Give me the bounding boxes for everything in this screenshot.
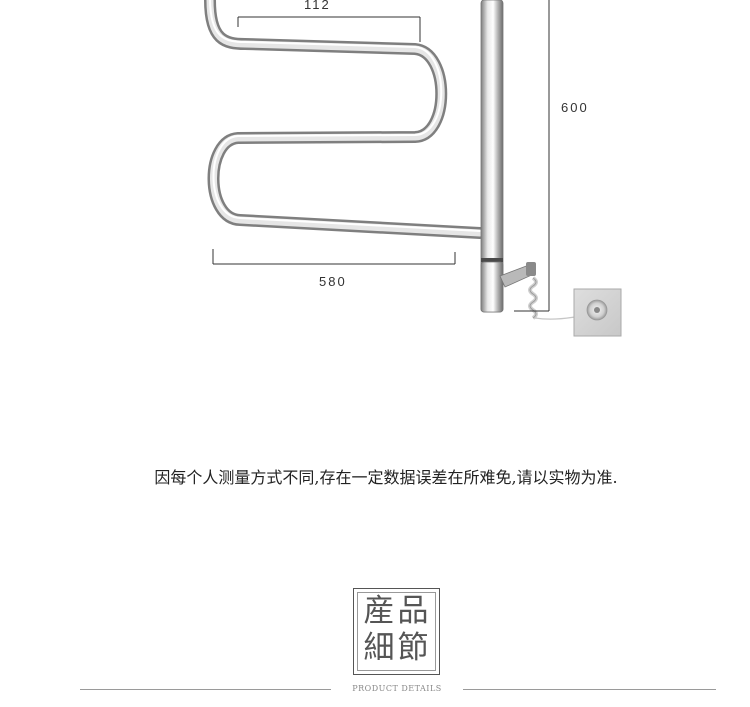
seal-char-2: 品 (397, 593, 429, 629)
dimension-line-bottom (212, 249, 456, 265)
seal-char-1: 産 (363, 593, 395, 629)
measurement-disclaimer: 因每个人测量方式不同,存在一定数据误差在所难免,请以实物为准. (154, 468, 618, 487)
seal-char-3: 細 (363, 630, 395, 666)
power-connector (499, 262, 599, 320)
dimension-line-top (237, 16, 421, 42)
vertical-post (480, 0, 504, 313)
towel-rail-product-image (204, 0, 622, 337)
divider-right (463, 689, 716, 690)
wall-socket-icon (573, 288, 622, 337)
seal-char-4: 節 (397, 630, 429, 666)
seal-inner-frame (357, 592, 436, 671)
dimension-label-height: 600 (561, 100, 589, 115)
dimension-label-top-width: 112 (304, 0, 331, 12)
dimension-label-bottom-width: 580 (319, 274, 347, 289)
divider-left (80, 689, 331, 690)
section-caption: PRODUCT DETAILS (352, 684, 442, 693)
bent-tube (204, 0, 486, 239)
section-seal: 産 品 細 節 (353, 588, 440, 675)
dimension-line-height (514, 0, 550, 312)
